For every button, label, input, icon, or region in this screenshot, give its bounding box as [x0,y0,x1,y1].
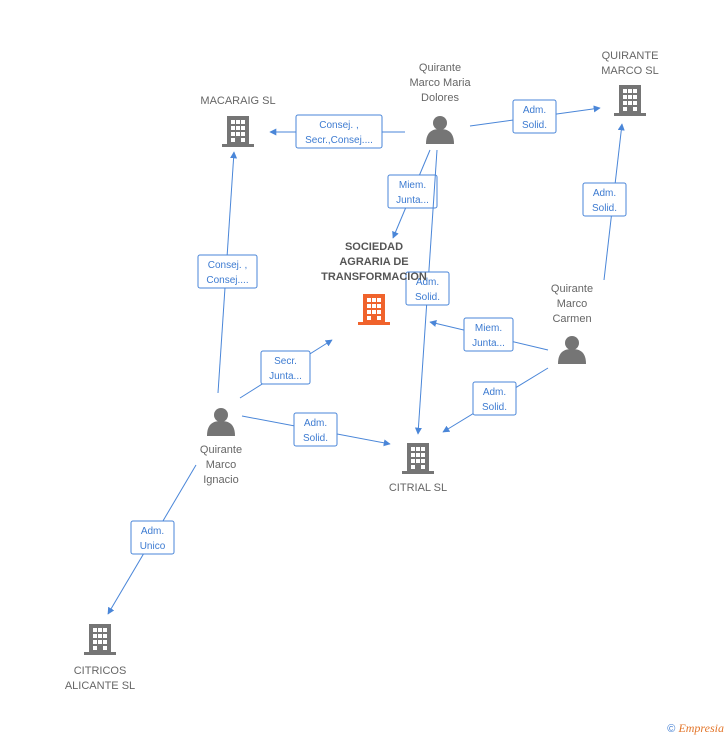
edge-label-text: Solid. [592,203,617,214]
edge-ignacio-to-citrial: Adm. Solid. [241,412,391,447]
edge-dolores-to-quirante_sl: Adm. Solid. [469,99,601,134]
edge-dolores-to-citrial: Adm. Solid. [405,149,450,435]
node-label[interactable]: TRANSFORMACION [321,271,427,283]
copyright-symbol: © [667,723,676,735]
edge-label-text: Adm. [416,277,439,288]
edge-label-box[interactable] [130,520,175,555]
building-icon[interactable] [402,443,434,474]
building-icon[interactable] [358,294,390,325]
edge-label-text: Adm. [483,387,506,398]
node-label[interactable]: Marco [557,298,588,310]
edge-dolores-to-sociedad: Miem. Junta... [387,149,438,239]
edge-label-text: Miem. [475,323,502,334]
edge-label-box[interactable] [293,412,338,447]
node-sociedad[interactable]: SOCIEDAD AGRARIA DE TRANSFORMACION [321,241,427,325]
edge-label-text: Junta... [269,371,302,382]
node-label[interactable]: Marco [206,459,237,471]
building-icon[interactable] [614,85,646,116]
node-citricos[interactable]: CITRICOS ALICANTE SL [65,624,135,692]
edge-dolores-to-macaraig: Consej. , Secr.,Consej.... [269,114,405,149]
footer-brand: © Empresia [667,721,724,736]
person-icon[interactable] [426,116,454,144]
node-label[interactable]: CITRICOS [74,665,127,677]
node-citrial[interactable]: CITRIAL SL [389,443,447,494]
edge-label-box[interactable] [582,182,627,217]
edge-label-text: Junta... [396,195,429,206]
edge-label-text: Junta... [472,338,505,349]
node-label[interactable]: QUIRANTE [602,50,659,62]
node-label[interactable]: Carmen [552,313,591,325]
edge-ignacio-to-macaraig: Consej. , Consej.... [197,151,258,394]
edge-label-text: Secr. [274,356,297,367]
edge-label-box[interactable] [197,254,258,289]
building-icon[interactable] [84,624,116,655]
node-label[interactable]: ALICANTE SL [65,680,135,692]
node-label[interactable]: Marco Maria [409,77,471,89]
edge-ignacio-to-citricos: Adm. Unico [107,464,197,615]
edge-label-text: Unico [140,541,166,552]
node-label[interactable]: MACARAIG SL [200,95,275,107]
node-label[interactable]: AGRARIA DE [339,256,408,268]
edge-label-box[interactable] [405,271,450,306]
node-label[interactable]: Ignacio [203,474,238,486]
brand-name: Empresia [678,721,724,735]
node-label[interactable]: SOCIEDAD [345,241,403,253]
edge-label-text: Secr.,Consej.... [305,135,373,146]
building-icon[interactable] [222,116,254,147]
edge-label-text: Adm. [141,526,164,537]
edge-label-text: Consej.... [206,275,248,286]
node-label[interactable]: Quirante [419,62,461,74]
edge-label-text: Adm. [304,418,327,429]
edge-carmen-to-citrial: Adm. Solid. [442,367,549,433]
node-label[interactable]: Quirante [200,444,242,456]
edge-label-box[interactable] [260,350,311,385]
person-icon[interactable] [207,408,235,436]
edge-label-box[interactable] [387,174,438,209]
node-label[interactable]: MARCO SL [601,65,658,77]
edge-label-text: Consej. , [208,260,247,271]
edge-label-text: Miem. [399,180,426,191]
edge-label-text: Consej. , [319,120,358,131]
edge-label-box[interactable] [472,381,517,416]
node-macaraig[interactable]: MACARAIG SL [200,95,276,147]
edge-label-box[interactable] [295,114,383,149]
edge-ignacio-to-sociedad: Secr. Junta... [239,339,333,399]
edge-label-text: Solid. [522,120,547,131]
edge-label-text: Solid. [415,292,440,303]
person-icon[interactable] [558,336,586,364]
edge-label-box[interactable] [463,317,514,352]
edge-label-text: Solid. [482,402,507,413]
node-label[interactable]: Quirante [551,283,593,295]
edge-label-text: Adm. [593,188,616,199]
edge-label-text: Adm. [523,105,546,116]
node-label[interactable]: Dolores [421,92,459,104]
edge-label-box[interactable] [512,99,557,134]
node-label[interactable]: CITRIAL SL [389,482,447,494]
node-quirante_sl[interactable]: QUIRANTE MARCO SL [601,50,659,116]
edge-label-text: Solid. [303,433,328,444]
edge-carmen-to-quirante_sl: Adm. Solid. [582,123,627,281]
edge-carmen-to-sociedad: Miem. Junta... [429,317,549,352]
